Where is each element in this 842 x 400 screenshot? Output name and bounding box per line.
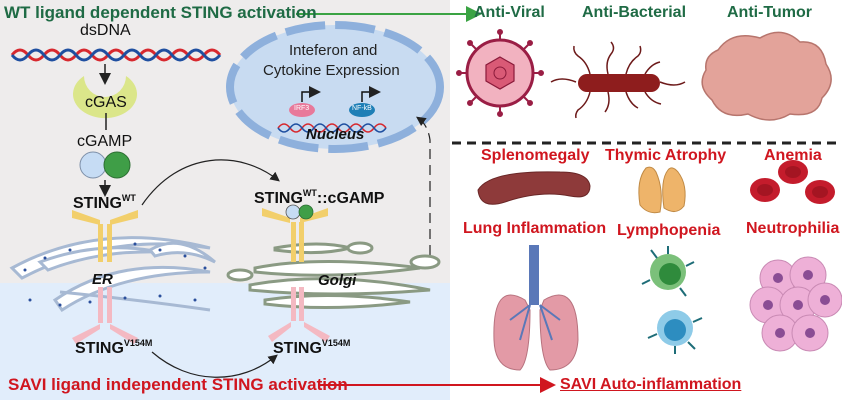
thymus-icon <box>638 166 686 214</box>
sting-mutant-dimer-icon <box>72 287 138 344</box>
sting-mutant-golgi-dimer-icon <box>268 287 330 342</box>
cgas-enzyme-icon <box>73 76 137 119</box>
outcome-anti-bacterial: Anti-Bacterial <box>582 4 687 21</box>
irf3-factor-icon <box>289 103 315 117</box>
outcome-splenomegaly: Splenomegaly <box>481 147 590 164</box>
cgamp-circle-green <box>103 151 131 179</box>
lymphocytes-icon <box>641 246 703 354</box>
cgamp-circle-blue <box>79 151 107 179</box>
savi-auto-inflammation-label: SAVI Auto-inflammation <box>560 376 742 393</box>
bacterium-icon <box>550 41 686 119</box>
outcome-anti-viral: Anti-Viral <box>474 4 545 21</box>
nucleus-icon <box>226 21 444 153</box>
dsdna-label: dsDNA <box>80 22 131 39</box>
trafficking-arrow-mutant <box>151 351 278 378</box>
cgamp-label: cGAMP <box>77 133 133 150</box>
sting-wt-cgamp-label: STINGWT::cGAMP <box>254 188 385 207</box>
outcome-thymic-atrophy: Thymic Atrophy <box>605 147 727 164</box>
dsdna-helix-icon <box>10 48 222 62</box>
signal-to-nucleus-arrow <box>416 116 431 255</box>
irf3-label: IRF3 <box>294 105 310 112</box>
spleen-icon <box>477 171 591 205</box>
red-blood-cells-icon <box>750 160 835 204</box>
sting-wt-label: STINGWT <box>73 193 136 212</box>
trafficking-arrow-wt <box>141 159 280 206</box>
golgi-label: Golgi <box>318 272 357 289</box>
nfkb-label: NF-kB <box>352 105 372 112</box>
savi-activation-title: SAVI ligand independent STING activation <box>8 375 348 394</box>
sting-wt-dimer-icon <box>72 210 138 262</box>
lungs-icon <box>493 245 579 371</box>
er-organelle-icon <box>9 236 216 313</box>
cgas-label: cGAS <box>85 94 127 111</box>
tumor-icon <box>701 31 832 121</box>
neutrophil-nuclei <box>763 270 830 338</box>
nfkb-factor-icon <box>349 103 375 117</box>
outcome-lymphopenia: Lymphopenia <box>617 222 721 239</box>
nucleus-label: Nucleus <box>306 126 365 143</box>
outcome-anemia: Anemia <box>764 147 822 164</box>
outcome-anti-tumor: Anti-Tumor <box>727 4 813 21</box>
er-label: ER <box>92 271 113 288</box>
outcome-neutrophilia: Neutrophilia <box>746 220 840 237</box>
sting-mutant-golgi-label: STINGV154M <box>273 338 351 357</box>
wt-activation-title: WT ligand dependent STING activation <box>4 3 317 22</box>
sting-mutant-er-label: STINGV154M <box>75 338 153 357</box>
nucleus-text-line1: Inteferon and <box>289 42 378 59</box>
nucleus-text-line2: Cytokine Expression <box>263 62 400 79</box>
virus-icon <box>456 29 544 117</box>
er-ribosomes <box>23 242 207 307</box>
outcome-lung-inflammation: Lung Inflammation <box>463 220 607 237</box>
